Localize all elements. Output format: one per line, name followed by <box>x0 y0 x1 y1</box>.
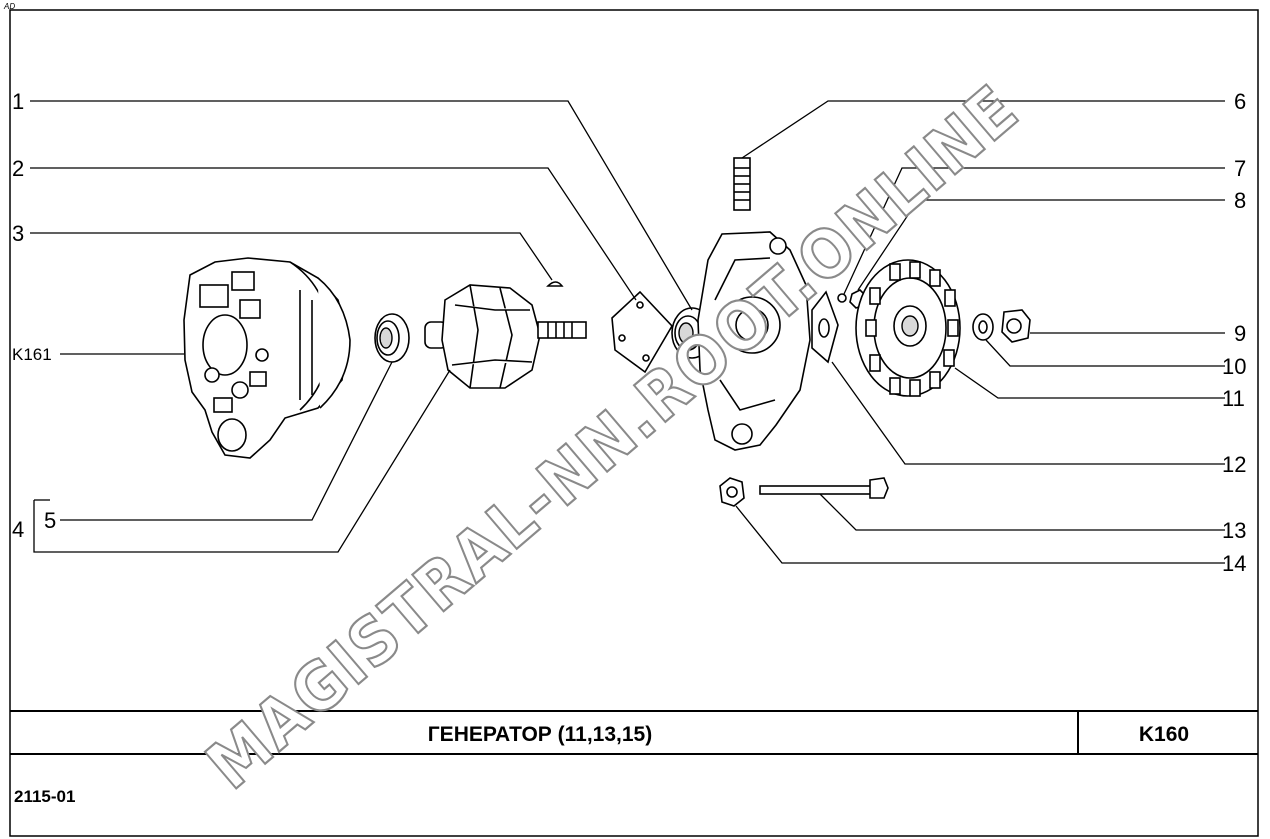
callout-5: 5 <box>44 508 56 533</box>
fan-pulley-part-11 <box>855 259 961 397</box>
callout-11: 11 <box>1222 386 1245 411</box>
gasket-hole <box>818 318 830 338</box>
plate-hole <box>618 334 626 342</box>
callout-k161: K161 <box>12 345 52 364</box>
callout-12: 12 <box>1222 452 1246 477</box>
long-bolt-part-13 <box>759 477 889 499</box>
nut-part-14 <box>719 477 745 507</box>
callout-7: 7 <box>1234 156 1246 181</box>
drive-end-cover <box>697 231 811 451</box>
leader-lines <box>30 100 1225 564</box>
drawing-frame <box>9 9 1259 837</box>
callout-13: 13 <box>1222 518 1246 543</box>
washer-part-7 <box>837 293 847 303</box>
corner-mark: AD <box>3 2 15 11</box>
callout-3: 3 <box>12 221 24 246</box>
rotor-part-4 <box>424 284 587 389</box>
callout-4: 4 <box>12 517 24 542</box>
model-number: 2115-01 <box>14 787 75 806</box>
plate-hole <box>642 354 650 362</box>
callout-14: 14 <box>1222 551 1246 576</box>
callout-2: 2 <box>12 156 24 181</box>
woodruff-key-part-3 <box>546 281 564 287</box>
alternator-rear-housing-k161 <box>183 257 351 459</box>
bearing-plate-part-2 <box>611 290 673 374</box>
stud-part-6 <box>733 157 751 211</box>
drawing-code: K160 <box>1139 723 1189 746</box>
drawing-title: ГЕНЕРАТОР (11,13,15) <box>428 723 652 746</box>
callout-8: 8 <box>1234 188 1246 213</box>
title-block: ГЕНЕРАТОР (11,13,15) K160 2115-01 <box>10 710 1258 806</box>
rear-bearing-part-5 <box>374 313 410 363</box>
spring-washer-part-10 <box>972 313 994 341</box>
callout-9: 9 <box>1234 321 1246 346</box>
callout-10: 10 <box>1222 354 1246 379</box>
callout-6: 6 <box>1234 89 1246 114</box>
watermark: MAGISTRAL-NN.ROOT.ONLINE <box>192 70 1033 804</box>
callout-1: 1 <box>12 89 24 114</box>
plate-hole <box>636 301 644 309</box>
pulley-nut-part-9 <box>1001 309 1031 343</box>
